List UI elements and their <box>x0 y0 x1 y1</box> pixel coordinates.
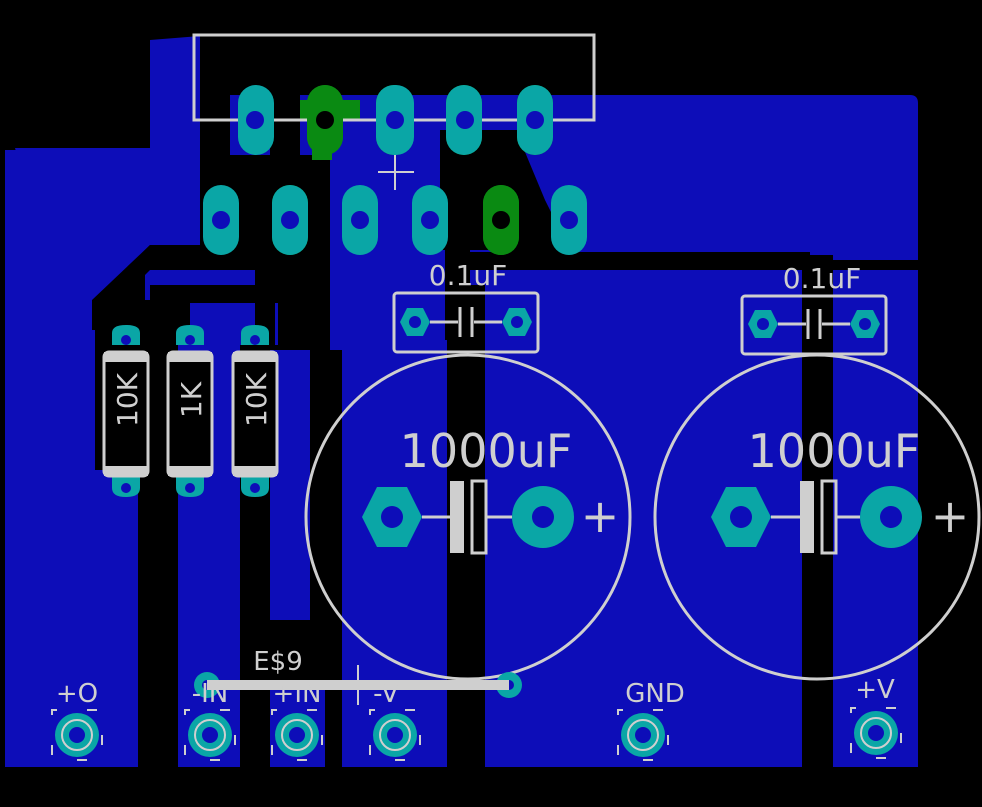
resistor-1-value: 10K <box>111 372 144 427</box>
resistor-3: 10K <box>231 325 279 497</box>
cap-small-1: 0.1uF <box>392 259 540 354</box>
cap-big-1: 1000uF + <box>304 353 632 681</box>
terminal-in-neg: -IN <box>184 679 236 761</box>
terminal-gnd-label: GND <box>625 679 685 709</box>
terminal-v-neg-label: -V <box>373 679 399 709</box>
jumper-e9: E$9 <box>194 647 522 705</box>
cap-big-1-value: 1000uF <box>400 424 573 478</box>
cap-big-2-polarity: + <box>931 489 970 543</box>
resistor-2-value: 1K <box>175 381 208 418</box>
connector-pads <box>203 85 587 255</box>
cap-small-2: 0.1uF <box>740 262 888 356</box>
terminal-out-pos: +O <box>51 679 103 761</box>
terminal-out-pos-label: +O <box>56 679 98 709</box>
cap-small-1-value: 0.1uF <box>429 259 507 292</box>
terminal-in-neg-label: -IN <box>192 679 229 709</box>
terminal-in-pos: +IN <box>271 679 323 761</box>
terminal-v-pos: +V <box>850 675 902 759</box>
jumper-e9-name: E$9 <box>253 647 303 677</box>
terminal-gnd: GND <box>617 679 685 761</box>
terminal-v-pos-label: +V <box>855 675 895 705</box>
cap-big-2: 1000uF + <box>653 353 981 681</box>
terminal-in-pos-label: +IN <box>273 679 322 709</box>
copper-pour <box>5 36 918 767</box>
terminal-v-neg: -V <box>369 679 421 761</box>
resistor-1: 10K <box>102 325 150 497</box>
resistor-2: 1K <box>166 325 214 497</box>
cap-big-1-polarity: + <box>581 489 620 543</box>
cap-small-2-value: 0.1uF <box>783 262 861 295</box>
resistor-3-value: 10K <box>240 372 273 427</box>
cap-big-2-value: 1000uF <box>748 424 921 478</box>
